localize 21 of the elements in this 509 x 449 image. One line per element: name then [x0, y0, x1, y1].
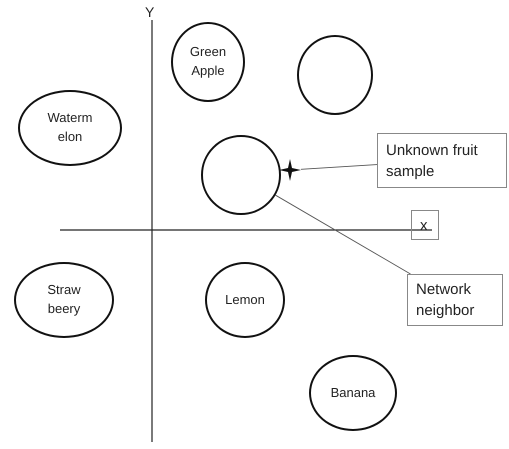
leader-line	[275, 194, 411, 274]
sample-star	[279, 159, 301, 181]
fruit-ellipse	[18, 90, 122, 166]
fruit-ellipse	[309, 355, 397, 431]
axis-label: Y	[145, 3, 154, 22]
empty-circle	[297, 35, 373, 115]
label-box	[411, 210, 439, 240]
label-box	[407, 274, 503, 326]
node-label: Straw beery	[46, 281, 82, 318]
fruit-ellipse	[14, 262, 114, 338]
leader-line	[300, 164, 378, 170]
empty-circle	[201, 135, 281, 215]
node-label: Banana	[330, 384, 376, 402]
node-label: Green Apple	[188, 43, 228, 80]
node-label: Waterm elon	[46, 109, 94, 146]
node-label: Network neighbor	[416, 280, 476, 321]
fruit-ellipse	[205, 262, 285, 338]
label-box	[377, 133, 507, 188]
node-label: Lemon	[224, 290, 266, 309]
node-label: Unknown fruit sample	[386, 140, 479, 182]
fruit-ellipse	[171, 22, 245, 102]
